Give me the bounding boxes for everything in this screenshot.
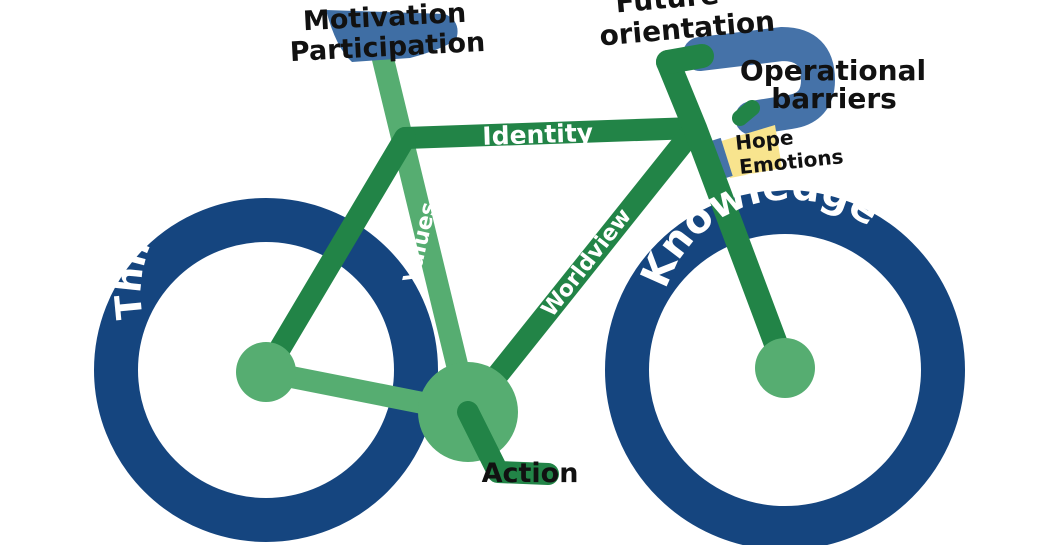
fork-and-stem: [656, 50, 797, 380]
handlebar-tip: [732, 100, 760, 126]
crank-arm: [457, 401, 559, 485]
handlebar: [683, 26, 836, 135]
seat-post: [371, 44, 479, 421]
down-tube: [457, 117, 706, 423]
right-wheel: [605, 190, 965, 545]
left-wheel: [94, 198, 438, 542]
saddle: [326, 10, 458, 62]
label-action: Action: [482, 458, 579, 489]
seat-stay: [255, 127, 416, 383]
right-hub: [755, 338, 815, 398]
left-hub: [236, 342, 296, 402]
stem-top: [656, 44, 714, 74]
label-barriers: barriers: [771, 82, 897, 115]
emotions-patch: [718, 125, 782, 178]
label-identity: Identity: [482, 118, 594, 151]
label-operational: Operational: [740, 54, 926, 87]
top-tube: [394, 117, 706, 149]
